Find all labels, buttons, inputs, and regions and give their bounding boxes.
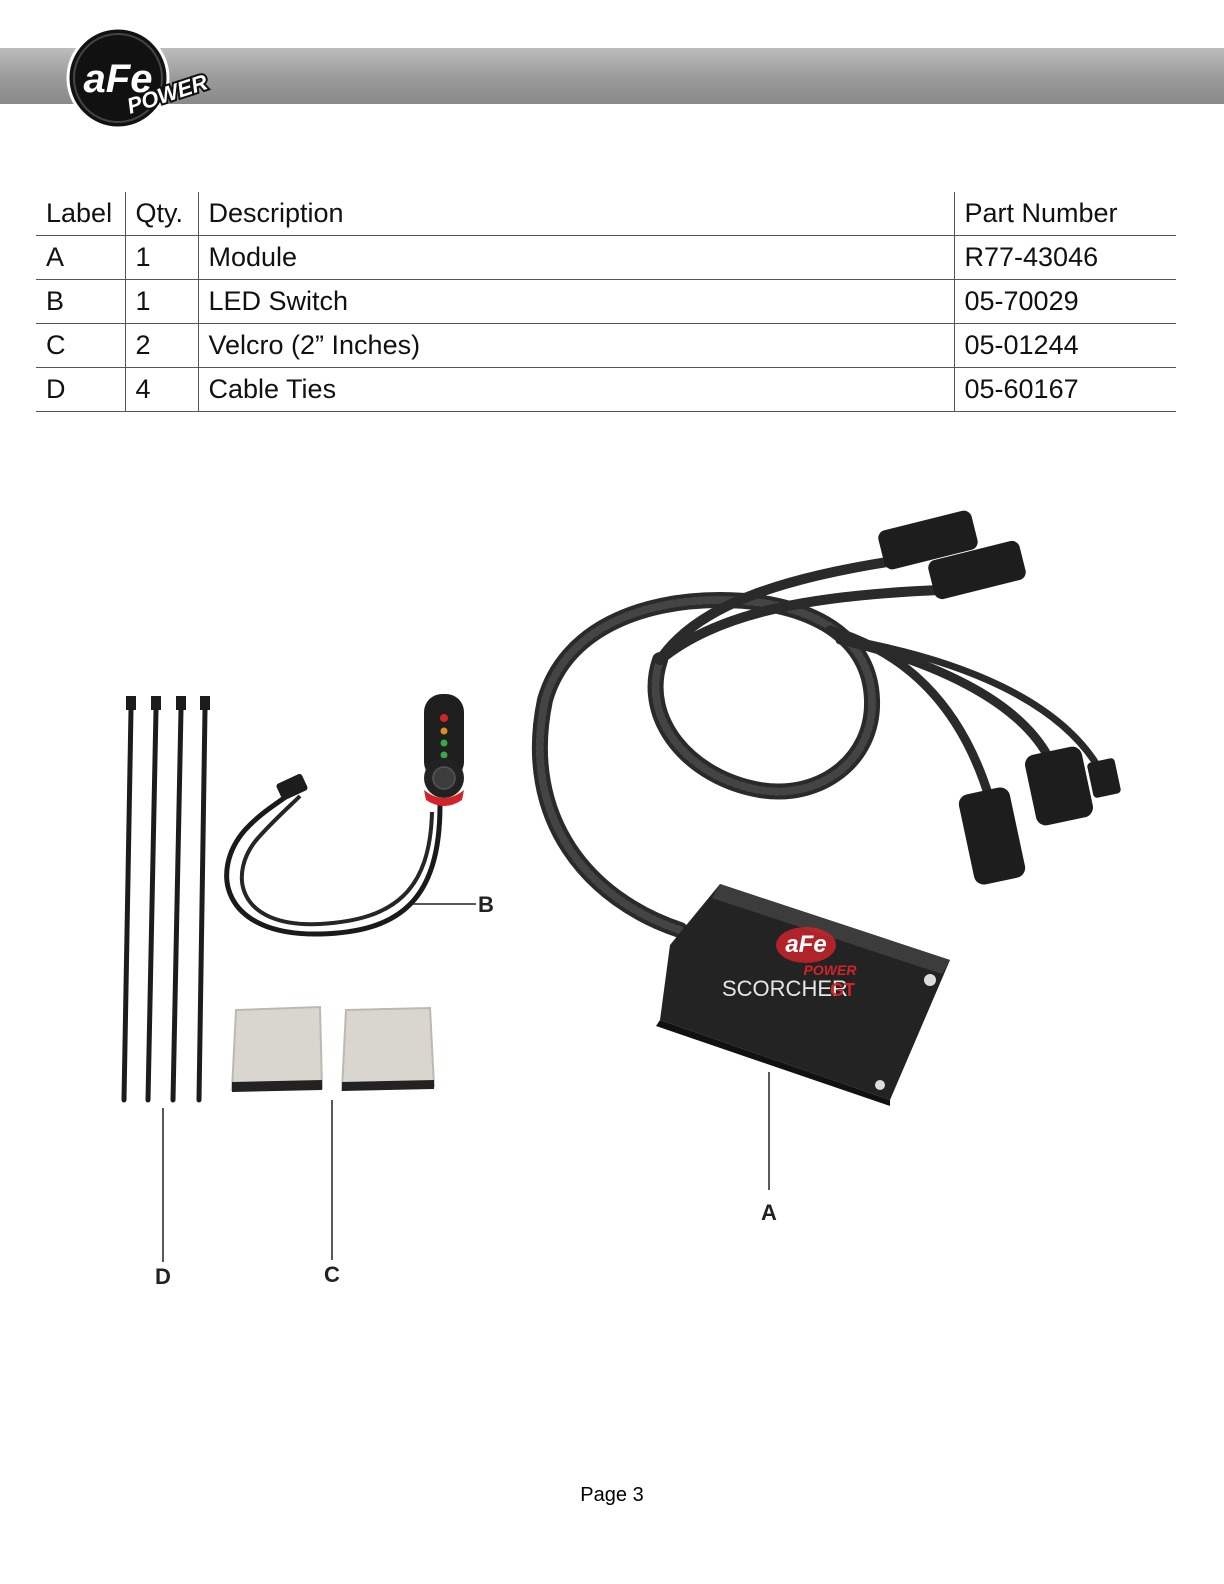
cell-description: Velcro (2” Inches) xyxy=(197,323,954,368)
callout-a: A xyxy=(761,1200,777,1225)
cell-part-number: 05-60167 xyxy=(953,367,1176,412)
cell-description: LED Switch xyxy=(197,279,954,324)
header-description: Description xyxy=(197,192,954,236)
table-row: C 2 Velcro (2” Inches) 05-01244 xyxy=(36,323,1176,368)
cell-part-number: 05-70029 xyxy=(953,279,1176,324)
cable-ties xyxy=(121,696,210,1103)
table-row: A 1 Module R77-43046 xyxy=(36,235,1176,280)
callout-d: D xyxy=(155,1264,171,1289)
module-brand-suffix: GT xyxy=(830,980,855,1000)
led-switch xyxy=(224,694,464,937)
cell-description: Cable Ties xyxy=(197,367,954,412)
cell-label: B xyxy=(36,279,125,324)
header-label: Label xyxy=(36,192,125,236)
cell-part-number: 05-01244 xyxy=(953,323,1176,368)
cell-label: D xyxy=(36,367,125,412)
header-part-number: Part Number xyxy=(953,192,1176,236)
table-row: B 1 LED Switch 05-70029 xyxy=(36,279,1176,324)
module-logo-text: aFe xyxy=(785,931,826,958)
afe-power-logo: aFe POWER xyxy=(66,26,213,130)
header-qty: Qty. xyxy=(124,192,198,236)
table-row: D 4 Cable Ties 05-60167 xyxy=(36,367,1176,412)
velcro-pads xyxy=(230,1005,436,1092)
cell-label: C xyxy=(36,323,125,368)
header-bar xyxy=(0,48,1224,104)
cell-qty: 1 xyxy=(124,235,198,280)
table-header-row: Label Qty. Description Part Number xyxy=(36,192,1176,236)
module-logo-subtext: POWER xyxy=(804,962,858,978)
cell-qty: 2 xyxy=(124,323,198,368)
module-brand-text: SCORCHER xyxy=(722,976,848,1001)
cell-qty: 1 xyxy=(124,279,198,324)
cell-description: Module xyxy=(197,235,954,280)
callout-b: B xyxy=(478,892,494,917)
cell-part-number: R77-43046 xyxy=(953,235,1176,280)
parts-illustration: aFe POWER SCORCHER GT A B C D xyxy=(121,510,1121,1289)
harness-connectors xyxy=(878,510,1121,885)
page-number: Page 3 xyxy=(580,1484,644,1506)
logo-text: aFe xyxy=(84,57,153,101)
wiring-harness xyxy=(532,555,1104,938)
callout-c: C xyxy=(324,1262,340,1287)
cell-qty: 4 xyxy=(124,367,198,412)
module-box: aFe POWER SCORCHER GT xyxy=(656,884,950,1106)
cell-label: A xyxy=(36,235,125,280)
parts-table: Label Qty. Description Part Number A 1 M… xyxy=(36,192,1176,412)
